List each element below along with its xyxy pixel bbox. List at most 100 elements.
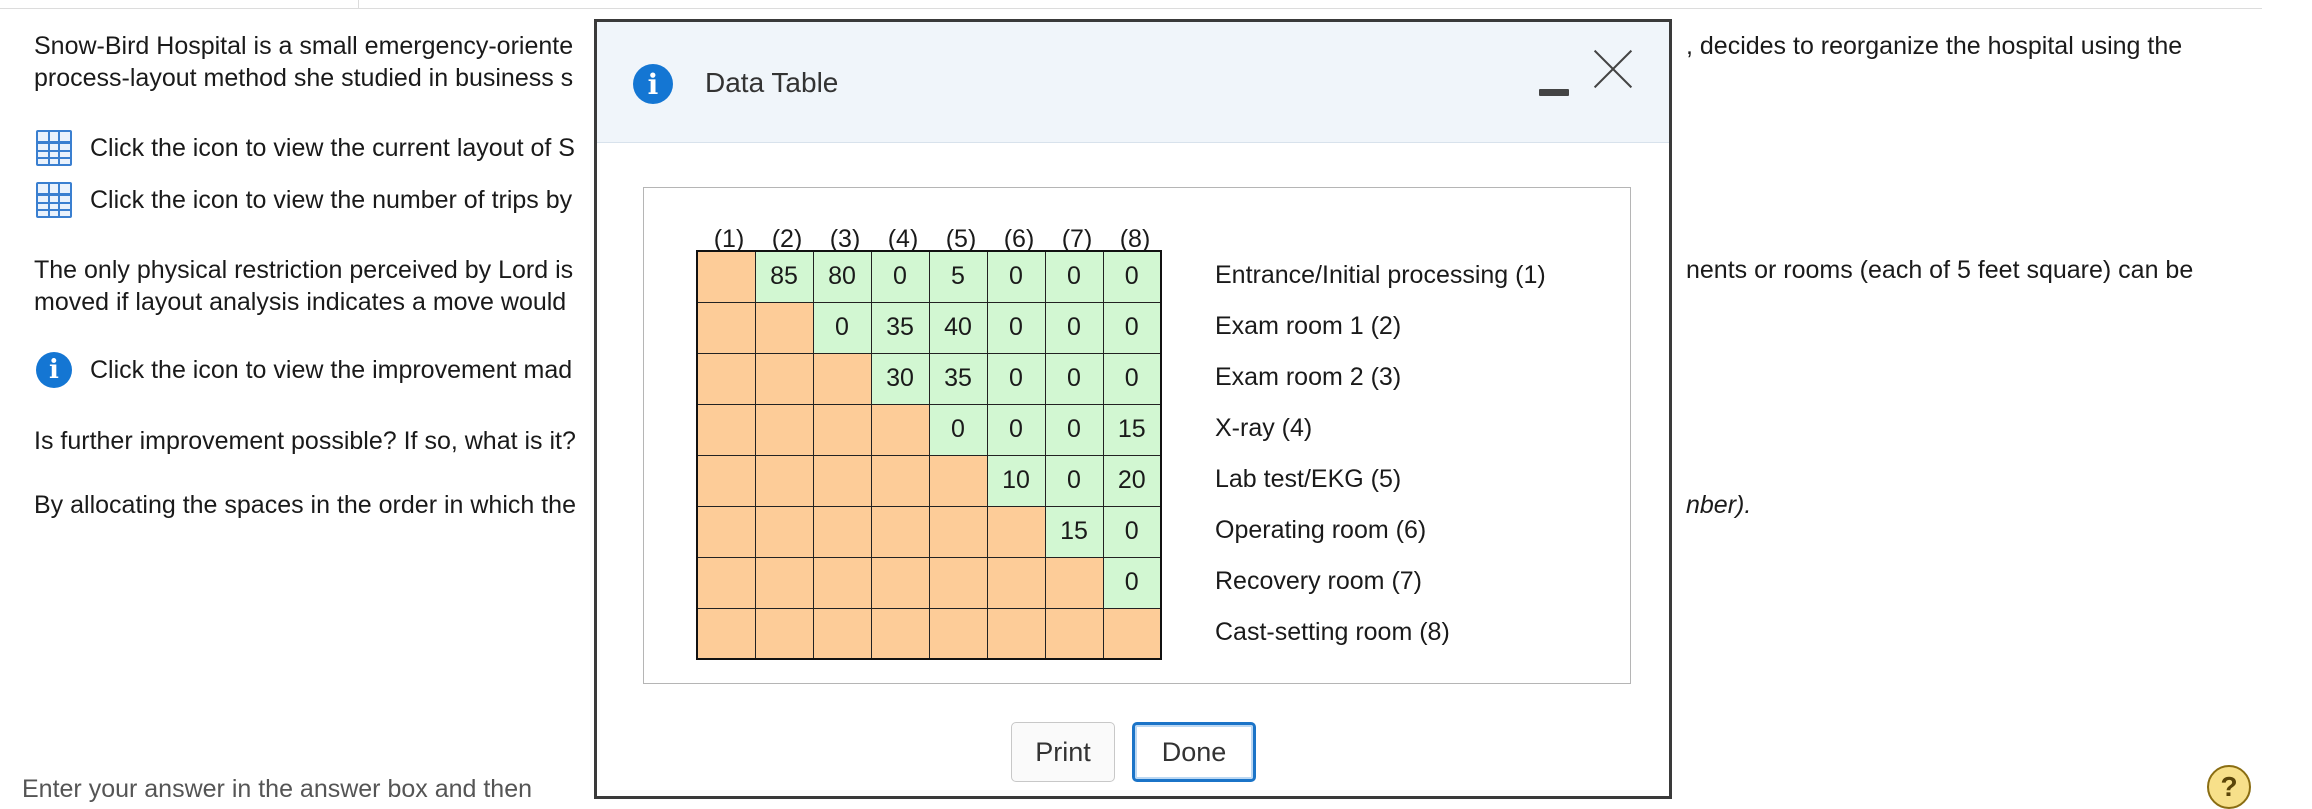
matrix-cell	[754, 352, 814, 405]
matrix-cell	[928, 454, 988, 507]
matrix-cell	[696, 556, 756, 609]
matrix-cell: 40	[928, 301, 988, 354]
matrix-cell	[986, 505, 1046, 558]
matrix-cell: 85	[754, 250, 814, 303]
matrix-cell	[812, 352, 872, 405]
matrix-cell	[986, 607, 1046, 660]
improvement-link[interactable]: i Click the icon to view the improvement…	[36, 352, 572, 388]
matrix-cell	[986, 556, 1046, 609]
matrix-cell	[1044, 607, 1104, 660]
table-grid-icon[interactable]	[36, 182, 72, 218]
restriction-text-line1-right: nents or rooms (each of 5 feet square) c…	[1686, 256, 2194, 284]
info-icon[interactable]: i	[36, 352, 72, 388]
enter-answer-text: Enter your answer in the answer box and …	[22, 775, 533, 803]
department-label: Lab test/EKG (5)	[1215, 465, 1402, 493]
matrix-cell	[928, 505, 988, 558]
restriction-text-line1: The only physical restriction perceived …	[34, 256, 574, 284]
column-header: (4)	[887, 225, 919, 253]
current-layout-link[interactable]: Click the icon to view the current layou…	[36, 130, 575, 166]
matrix-cell: 20	[1102, 454, 1162, 507]
department-labels: Entrance/Initial processing (1)Exam room…	[1215, 250, 1546, 658]
matrix-cell: 0	[1044, 301, 1104, 354]
matrix-cell: 80	[812, 250, 872, 303]
allocating-text: By allocating the spaces in the order in…	[34, 491, 576, 519]
matrix-cell: 35	[870, 301, 930, 354]
matrix-cell: 0	[986, 403, 1046, 456]
matrix-cell: 0	[986, 352, 1046, 405]
matrix-cell	[870, 556, 930, 609]
matrix-cell	[812, 556, 872, 609]
department-label: Cast-setting room (8)	[1215, 618, 1450, 646]
column-header: (1)	[713, 225, 745, 253]
intro-text-line1-right: , decides to reorganize the hospital usi…	[1686, 32, 2183, 60]
matrix-cell: 15	[1044, 505, 1104, 558]
matrix-cell: 30	[870, 352, 930, 405]
matrix-row: 0	[696, 556, 1162, 609]
matrix-cell	[812, 607, 872, 660]
intro-text-line1: Snow-Bird Hospital is a small emergency-…	[34, 32, 574, 60]
matrix-cell	[928, 556, 988, 609]
close-button[interactable]	[1591, 47, 1635, 91]
matrix-cell	[696, 454, 756, 507]
trips-link-label: Click the icon to view the number of tri…	[90, 185, 573, 214]
matrix-cell: 0	[928, 403, 988, 456]
matrix-cell	[696, 403, 756, 456]
improvement-link-label: Click the icon to view the improvement m…	[90, 355, 573, 384]
matrix-cell	[754, 607, 814, 660]
department-label: X-ray (4)	[1215, 414, 1313, 442]
current-layout-link-label: Click the icon to view the current layou…	[90, 133, 575, 162]
minimize-button[interactable]	[1539, 72, 1569, 100]
matrix-cell: 0	[1102, 352, 1162, 405]
allocating-text-right: nber).	[1686, 491, 1752, 519]
department-label: Entrance/Initial processing (1)	[1215, 261, 1546, 289]
question-text: Is further improvement possible? If so, …	[34, 427, 576, 455]
matrix-cell: 0	[1044, 403, 1104, 456]
done-button[interactable]: Done	[1132, 722, 1256, 782]
matrix-cell	[696, 607, 756, 660]
matrix-cell	[870, 403, 930, 456]
matrix-cell: 0	[986, 301, 1046, 354]
dialog-title: Data Table	[705, 67, 839, 98]
restriction-text-line2: moved if layout analysis indicates a mov…	[34, 288, 567, 316]
department-label: Recovery room (7)	[1215, 567, 1422, 595]
matrix-cell	[754, 556, 814, 609]
matrix-cell	[812, 505, 872, 558]
matrix-cell	[696, 301, 756, 354]
matrix-cell: 5	[928, 250, 988, 303]
dialog-header: i Data Table	[597, 22, 1669, 143]
matrix-cell	[870, 607, 930, 660]
matrix-cell	[754, 505, 814, 558]
matrix-cell: 0	[1044, 352, 1104, 405]
matrix-cell	[696, 352, 756, 405]
matrix-cell: 0	[986, 250, 1046, 303]
matrix-cell	[812, 454, 872, 507]
matrix-cell	[870, 454, 930, 507]
matrix-cell	[754, 301, 814, 354]
department-label: Operating room (6)	[1215, 516, 1427, 544]
matrix-cell: 0	[1102, 505, 1162, 558]
trips-link[interactable]: Click the icon to view the number of tri…	[36, 182, 572, 218]
matrix-cell	[1044, 556, 1104, 609]
column-header: (7)	[1061, 225, 1093, 253]
table-grid-icon[interactable]	[36, 130, 72, 166]
column-header: (8)	[1119, 225, 1151, 253]
matrix-cell: 0	[1102, 556, 1162, 609]
matrix-cell	[696, 505, 756, 558]
matrix-cell: 0	[1044, 454, 1104, 507]
column-header: (3)	[829, 225, 861, 253]
matrix-cell	[754, 403, 814, 456]
help-icon[interactable]: ?	[2207, 765, 2251, 809]
column-header: (2)	[771, 225, 803, 253]
matrix-cell	[1102, 607, 1162, 660]
matrix-cell: 10	[986, 454, 1046, 507]
print-button[interactable]: Print	[1011, 722, 1115, 782]
matrix-cell: 0	[1102, 301, 1162, 354]
